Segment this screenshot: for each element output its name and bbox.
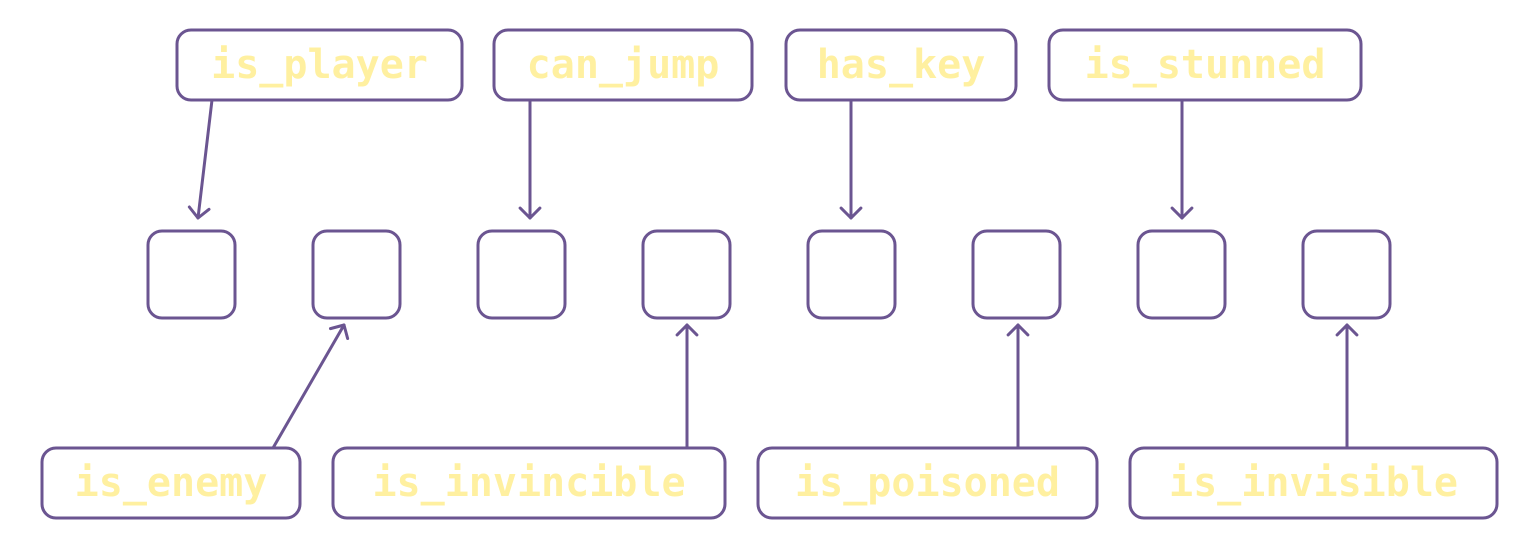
flag-label-is-invisible: is_invisible [1128, 446, 1499, 520]
arrowhead-icon [328, 323, 350, 341]
bit-box-3 [641, 229, 732, 320]
label-box [492, 28, 754, 102]
arrow-is-stunned [1170, 98, 1194, 220]
label-box [756, 446, 1099, 520]
bit-box-2 [476, 229, 567, 320]
bit-box-1 [311, 229, 402, 320]
flag-label-is-invincible: is_invincible [331, 446, 727, 520]
label-text: is_enemy [75, 460, 268, 506]
arrowhead-icon [187, 205, 211, 220]
label-box [784, 28, 1018, 102]
bit-row [146, 229, 1392, 320]
arrowhead-icon [1335, 323, 1359, 337]
arrow-is-invincible [675, 323, 699, 450]
flag-label-is-stunned: is_stunned [1047, 28, 1363, 102]
arrowhead-icon [839, 206, 863, 220]
arrow-is-poisoned [1006, 323, 1030, 450]
label-text: is_player [211, 42, 428, 88]
flag-label-is-poisoned: is_poisoned [756, 446, 1099, 520]
flag-label-is-player: is_player [175, 28, 464, 102]
arrowhead-icon [518, 206, 542, 220]
arrow-is-invisible [1335, 323, 1359, 450]
bit-box-6 [1136, 229, 1227, 320]
flag-label-can-jump: can_jump [492, 28, 754, 102]
arrowhead-icon [1006, 323, 1030, 337]
arrow-has-key [839, 98, 863, 220]
label-text: can_jump [527, 42, 720, 88]
flag-labels: is_player can_jump has_key is_stunned is_ene… [40, 28, 1499, 520]
flag-label-has-key: has_key [784, 28, 1018, 102]
label-box [1128, 446, 1499, 520]
label-text: is_stunned [1085, 42, 1326, 88]
label-box [1047, 28, 1363, 102]
label-box [331, 446, 727, 520]
bit-box-4 [806, 229, 897, 320]
arrowhead-icon [1170, 206, 1194, 220]
label-text: is_invincible [372, 460, 685, 506]
label-text: is_invisible [1169, 460, 1458, 506]
arrow-is-player [187, 98, 214, 220]
arrows [187, 98, 1359, 450]
arrowhead-icon [675, 323, 699, 337]
label-text: is_poisoned [795, 460, 1060, 506]
bit-box-0 [146, 229, 237, 320]
flag-label-is-enemy: is_enemy [40, 446, 302, 520]
bit-box-7 [1301, 229, 1392, 320]
label-text: has_key [817, 42, 986, 88]
bit-box-5 [971, 229, 1062, 320]
label-box [175, 28, 464, 102]
arrow-is-enemy [271, 323, 350, 450]
label-box [40, 446, 302, 520]
arrow-can-jump [518, 98, 542, 220]
